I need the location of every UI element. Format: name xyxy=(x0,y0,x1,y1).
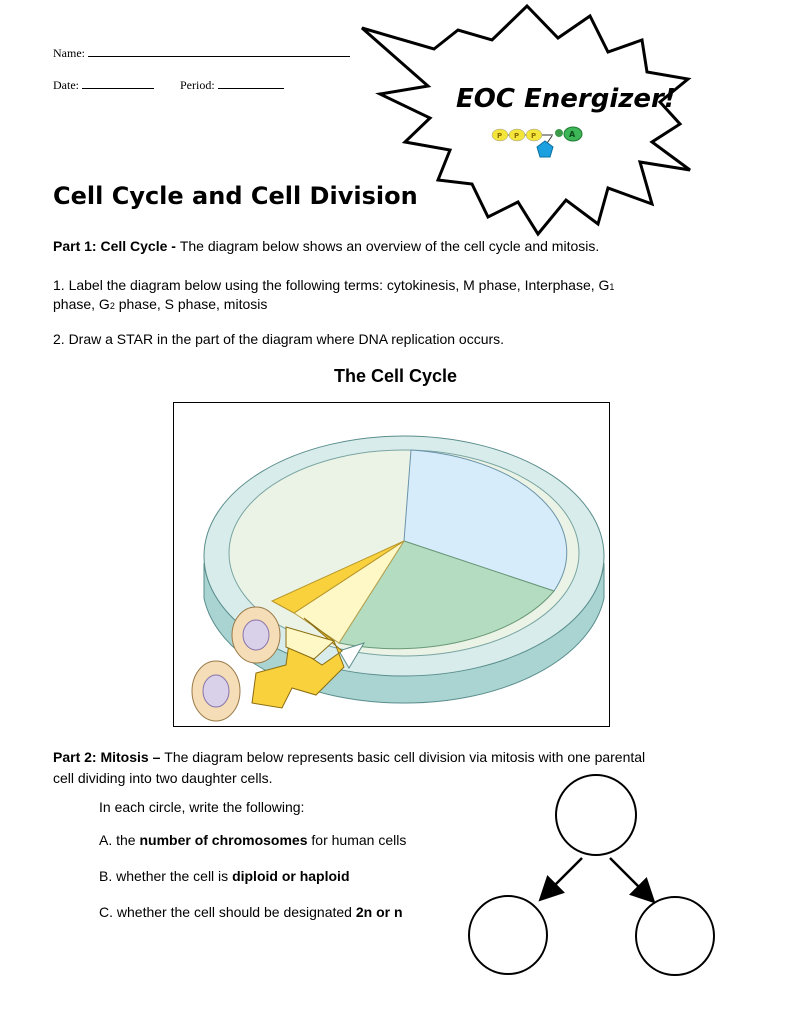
cell-lower-nucleus xyxy=(202,674,230,708)
atp-label-p1: P xyxy=(497,132,502,140)
arrow-right xyxy=(609,857,656,904)
cycle-segment-blue xyxy=(403,449,568,592)
period-label: Period: xyxy=(180,78,215,92)
cell-cycle-diagram-frame xyxy=(173,402,610,727)
name-line: Name: xyxy=(53,45,350,61)
part2-item-a: A. the number of chromosomes for human c… xyxy=(99,832,406,849)
atp-label-p3: P xyxy=(531,132,536,140)
part1-intro: Part 1: Cell Cycle - The diagram below s… xyxy=(53,238,753,255)
item-c-bold: 2n or n xyxy=(355,904,403,920)
atp-link xyxy=(555,129,563,137)
burst-outline xyxy=(361,3,692,237)
daughter-cell-right-circle[interactable] xyxy=(635,896,715,976)
atp-adenine xyxy=(563,126,583,142)
item-b-prefix: B. whether the cell is xyxy=(99,868,233,884)
question-1-subscript-2: 2 xyxy=(109,301,115,311)
part2-intro-text-a: The diagram below represents basic cell … xyxy=(164,749,646,765)
diagram-title: The Cell Cycle xyxy=(333,366,458,386)
eoc-burst: P P P A xyxy=(361,3,692,237)
name-blank[interactable] xyxy=(88,45,350,57)
parent-cell-circle[interactable] xyxy=(555,774,637,856)
part2-instruction: In each circle, write the following: xyxy=(99,799,305,815)
part1-heading: Part 1: Cell Cycle - xyxy=(53,238,180,254)
atp-ribose xyxy=(536,140,554,158)
atp-phosphate-1 xyxy=(491,128,509,142)
mitosis-arrow xyxy=(251,617,345,709)
question-1-text-a: 1. Label the diagram below using the fol… xyxy=(53,277,610,293)
arrow-left xyxy=(538,857,583,902)
cycle-segment-green xyxy=(338,540,555,650)
part2-heading: Part 2: Mitosis – xyxy=(53,749,165,765)
part2-item-b: B. whether the cell is diploid or haploi… xyxy=(99,868,350,885)
question-1-text-c: phase, S phase, mitosis xyxy=(114,296,268,312)
cycle-segment-yellow xyxy=(270,540,405,614)
question-1-text-b: phase, G xyxy=(53,296,110,312)
part2-item-c: C. whether the cell should be designated… xyxy=(99,904,403,921)
question-2: 2. Draw a STAR in the part of the diagra… xyxy=(53,331,505,347)
mitosis-arrow-top xyxy=(285,626,336,660)
question-1: 1. Label the diagram below using the fol… xyxy=(53,277,753,315)
item-a-prefix: A. the xyxy=(99,832,140,848)
cell-cycle-diagram xyxy=(191,435,605,722)
mitosis-diagram xyxy=(468,774,715,976)
part2-intro-text-b: cell dividing into two daughter cells. xyxy=(53,770,273,786)
atp-label-a: A xyxy=(569,130,576,139)
date-blank[interactable] xyxy=(82,77,154,89)
item-b-bold: diploid or haploid xyxy=(232,868,350,884)
cell-upper-nucleus xyxy=(242,619,270,651)
date-label: Date: xyxy=(53,78,79,92)
name-label: Name: xyxy=(53,46,85,60)
part1-intro-text: The diagram below shows an overview of t… xyxy=(179,238,600,254)
atp-phosphate-3 xyxy=(525,128,543,142)
page-title: Cell Cycle and Cell Division xyxy=(53,182,418,210)
question-1-subscript-1: 1 xyxy=(609,282,615,292)
burst-title: EOC Energizer! xyxy=(456,84,676,114)
atp-phosphate-2 xyxy=(508,128,526,142)
part2-intro: Part 2: Mitosis – The diagram below repr… xyxy=(53,747,753,789)
daughter-cell-left-circle[interactable] xyxy=(468,895,548,975)
item-a-suffix: for human cells xyxy=(307,832,407,848)
atp-label-p2: P xyxy=(514,132,519,140)
cycle-arrowhead xyxy=(338,642,366,669)
period-blank[interactable] xyxy=(217,77,284,89)
item-a-bold: number of chromosomes xyxy=(139,832,308,848)
atp-molecule-icon: P P P A xyxy=(491,126,583,158)
item-c-prefix: C. whether the cell should be designated xyxy=(99,904,356,920)
date-line: Date: Period: xyxy=(53,77,284,93)
